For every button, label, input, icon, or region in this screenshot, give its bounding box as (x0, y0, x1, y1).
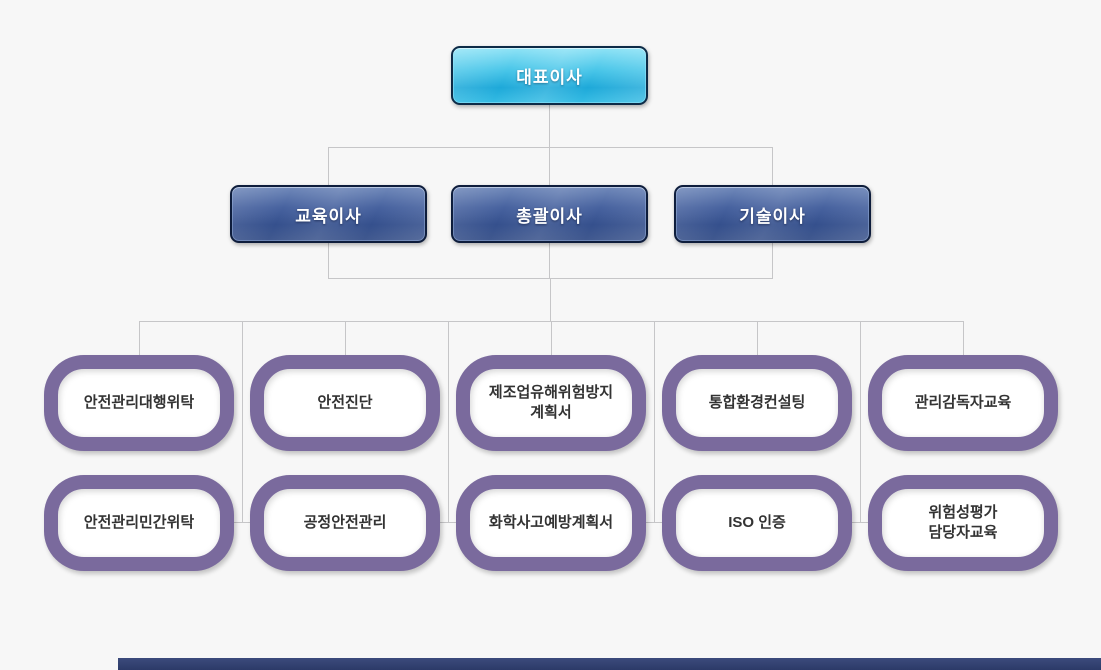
service-box: 안전관리민간위탁 (44, 475, 234, 571)
service-box: ISO 인증 (662, 475, 852, 571)
service-label: 화학사고예방계획서 (488, 513, 614, 531)
service-box: 통합환경컨설팅 (662, 355, 852, 451)
footer-bar (118, 658, 1101, 670)
connector-line (234, 522, 250, 523)
connector-line (550, 278, 551, 321)
node-director-education: 교육이사 (230, 185, 427, 243)
connector-line (772, 147, 773, 185)
service-box: 공정안전관리 (250, 475, 440, 571)
service-box: 안전관리대행위탁 (44, 355, 234, 451)
service-label: 안전진단 (317, 393, 373, 411)
connector-line (646, 522, 662, 523)
service-label: 안전관리대행위탁 (83, 393, 195, 411)
connector-line (345, 321, 346, 355)
node-ceo-label: 대표이사 (516, 68, 583, 87)
connector-line (860, 321, 861, 522)
connector-line (551, 321, 552, 355)
connector-line (328, 243, 329, 278)
connector-line (757, 321, 758, 355)
connector-line (654, 321, 655, 522)
connector-line (852, 522, 868, 523)
connector-line (963, 321, 964, 355)
service-box: 화학사고예방계획서 (456, 475, 646, 571)
service-label: 안전관리민간위탁 (83, 513, 195, 531)
connector-line (440, 522, 456, 523)
connector-line (139, 321, 140, 355)
connector-line (242, 321, 243, 522)
node-ceo: 대표이사 (451, 46, 648, 105)
service-label: 제조업유해위험방지 계획서 (488, 383, 614, 421)
service-label: 위험성평가 담당자교육 (928, 503, 998, 541)
connector-line (549, 105, 550, 147)
connector-line (772, 243, 773, 278)
service-label: 공정안전관리 (303, 513, 387, 531)
service-label: 관리감독자교육 (914, 393, 1012, 411)
connector-line (328, 147, 329, 185)
service-label: ISO 인증 (728, 513, 786, 531)
node-director-general: 총괄이사 (451, 185, 648, 243)
connector-line (448, 321, 449, 522)
service-box: 안전진단 (250, 355, 440, 451)
connector-line (549, 147, 550, 185)
connector-line (328, 147, 773, 148)
connector-line (549, 243, 550, 278)
service-box: 위험성평가 담당자교육 (868, 475, 1058, 571)
node-director-technical-label: 기술이사 (739, 206, 806, 226)
service-label: 통합환경컨설팅 (708, 393, 806, 411)
service-box: 제조업유해위험방지 계획서 (456, 355, 646, 451)
node-director-technical: 기술이사 (674, 185, 871, 243)
node-director-general-label: 총괄이사 (516, 206, 583, 226)
service-box: 관리감독자교육 (868, 355, 1058, 451)
node-director-education-label: 교육이사 (295, 206, 362, 226)
